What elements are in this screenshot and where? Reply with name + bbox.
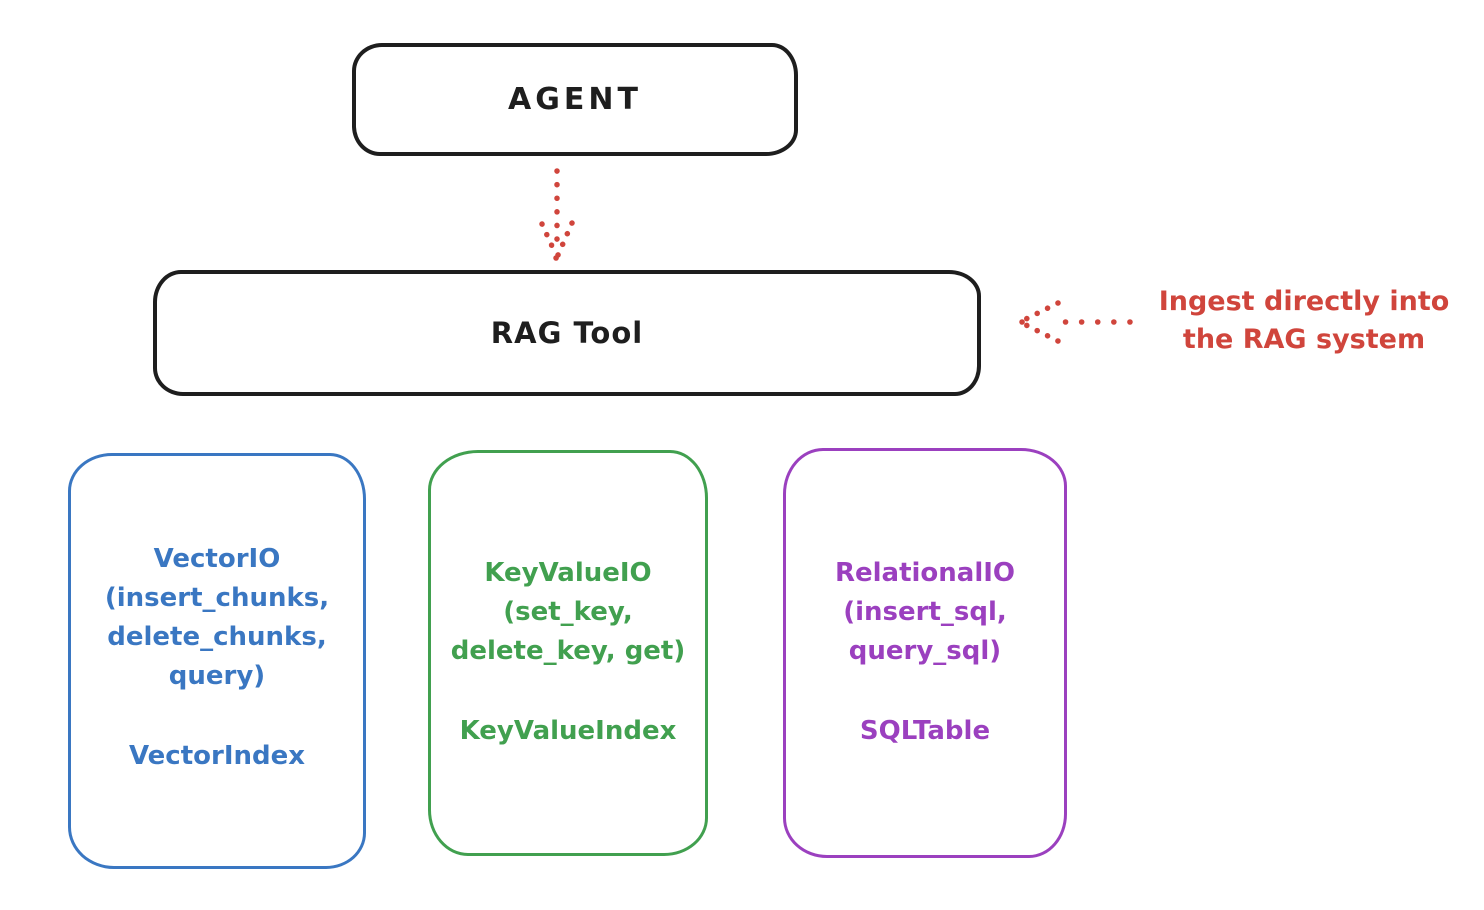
ingest-annotation-line2: the RAG system [1182, 324, 1426, 355]
ingest-arrow-icon [1019, 300, 1133, 344]
vector-io-title: VectorIO [153, 544, 281, 574]
vector-io-methods-line1: (insert_chunks, [104, 583, 330, 613]
ingest-annotation-line1: Ingest directly into [1158, 286, 1450, 317]
sql-table-label: SQLTable [859, 716, 991, 746]
agent-to-rag-arrow-icon [539, 168, 575, 261]
relational-io-title: RelationalIO [834, 558, 1016, 588]
keyvalue-io-methods-line2: delete_key, get) [450, 636, 686, 666]
vector-io-lines: VectorIO (insert_chunks, delete_chunks, … [105, 540, 329, 696]
vector-io-methods-line3: query) [168, 661, 266, 691]
keyvalue-index-label: KeyValueIndex [459, 716, 677, 746]
vector-io-box: VectorIO (insert_chunks, delete_chunks, … [68, 453, 366, 869]
keyvalue-io-title: KeyValueIO [484, 558, 652, 588]
rag-tool-label: RAG Tool [490, 316, 644, 350]
agent-label: AGENT [508, 82, 642, 117]
keyvalue-io-methods-line1: (set_key, [503, 597, 633, 627]
agent-box: AGENT [352, 43, 798, 156]
relational-io-methods-line2: query_sql) [848, 636, 1002, 666]
relational-io-lines: RelationalIO (insert_sql, query_sql) [835, 554, 1015, 671]
relational-io-box: RelationalIO (insert_sql, query_sql) SQL… [783, 448, 1067, 858]
rag-tool-box: RAG Tool [153, 270, 981, 396]
vector-io-methods-line2: delete_chunks, [107, 622, 327, 652]
relational-io-methods-line1: (insert_sql, [843, 597, 1007, 627]
keyvalue-io-box: KeyValueIO (set_key, delete_key, get) Ke… [428, 450, 708, 856]
ingest-annotation: Ingest directly into the RAG system [1128, 283, 1480, 359]
vector-index-label: VectorIndex [128, 741, 306, 771]
keyvalue-io-lines: KeyValueIO (set_key, delete_key, get) [451, 554, 686, 671]
